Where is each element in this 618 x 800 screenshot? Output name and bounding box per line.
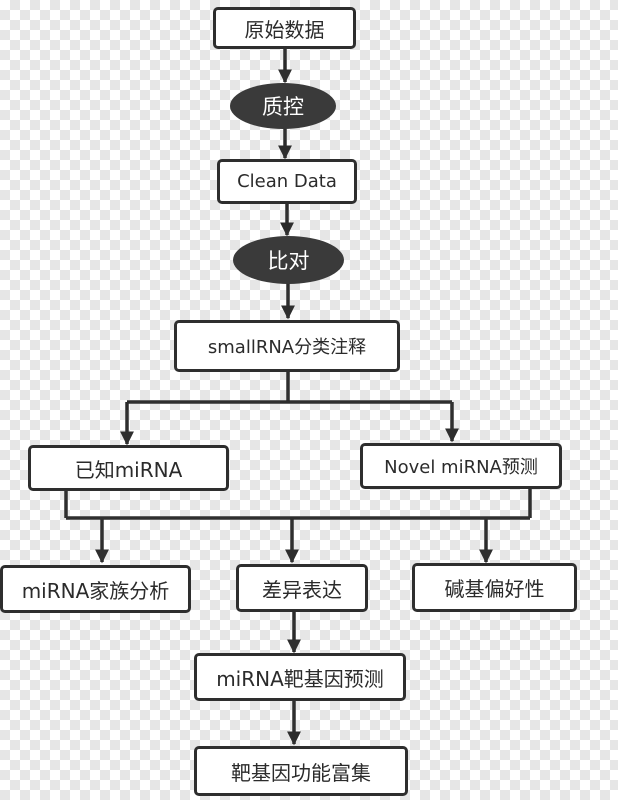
node-target-prediction: miRNA靶基因预测 xyxy=(194,653,406,701)
node-novel-mirna: Novel miRNA预测 xyxy=(360,443,562,489)
node-base-bias: 碱基偏好性 xyxy=(412,563,577,612)
node-target-enrichment: 靶基因功能富集 xyxy=(194,746,408,796)
node-smallrna-annotation: smallRNA分类注释 xyxy=(174,320,400,372)
node-diff-expression: 差异表达 xyxy=(236,564,368,612)
node-qc: 质控 xyxy=(230,83,336,129)
node-alignment: 比对 xyxy=(233,236,344,284)
node-clean-data: Clean Data xyxy=(217,159,357,204)
node-known-mirna: 已知miRNA xyxy=(28,445,229,491)
node-raw-data: 原始数据 xyxy=(213,7,356,49)
node-mirna-family: miRNA家族分析 xyxy=(0,565,191,613)
